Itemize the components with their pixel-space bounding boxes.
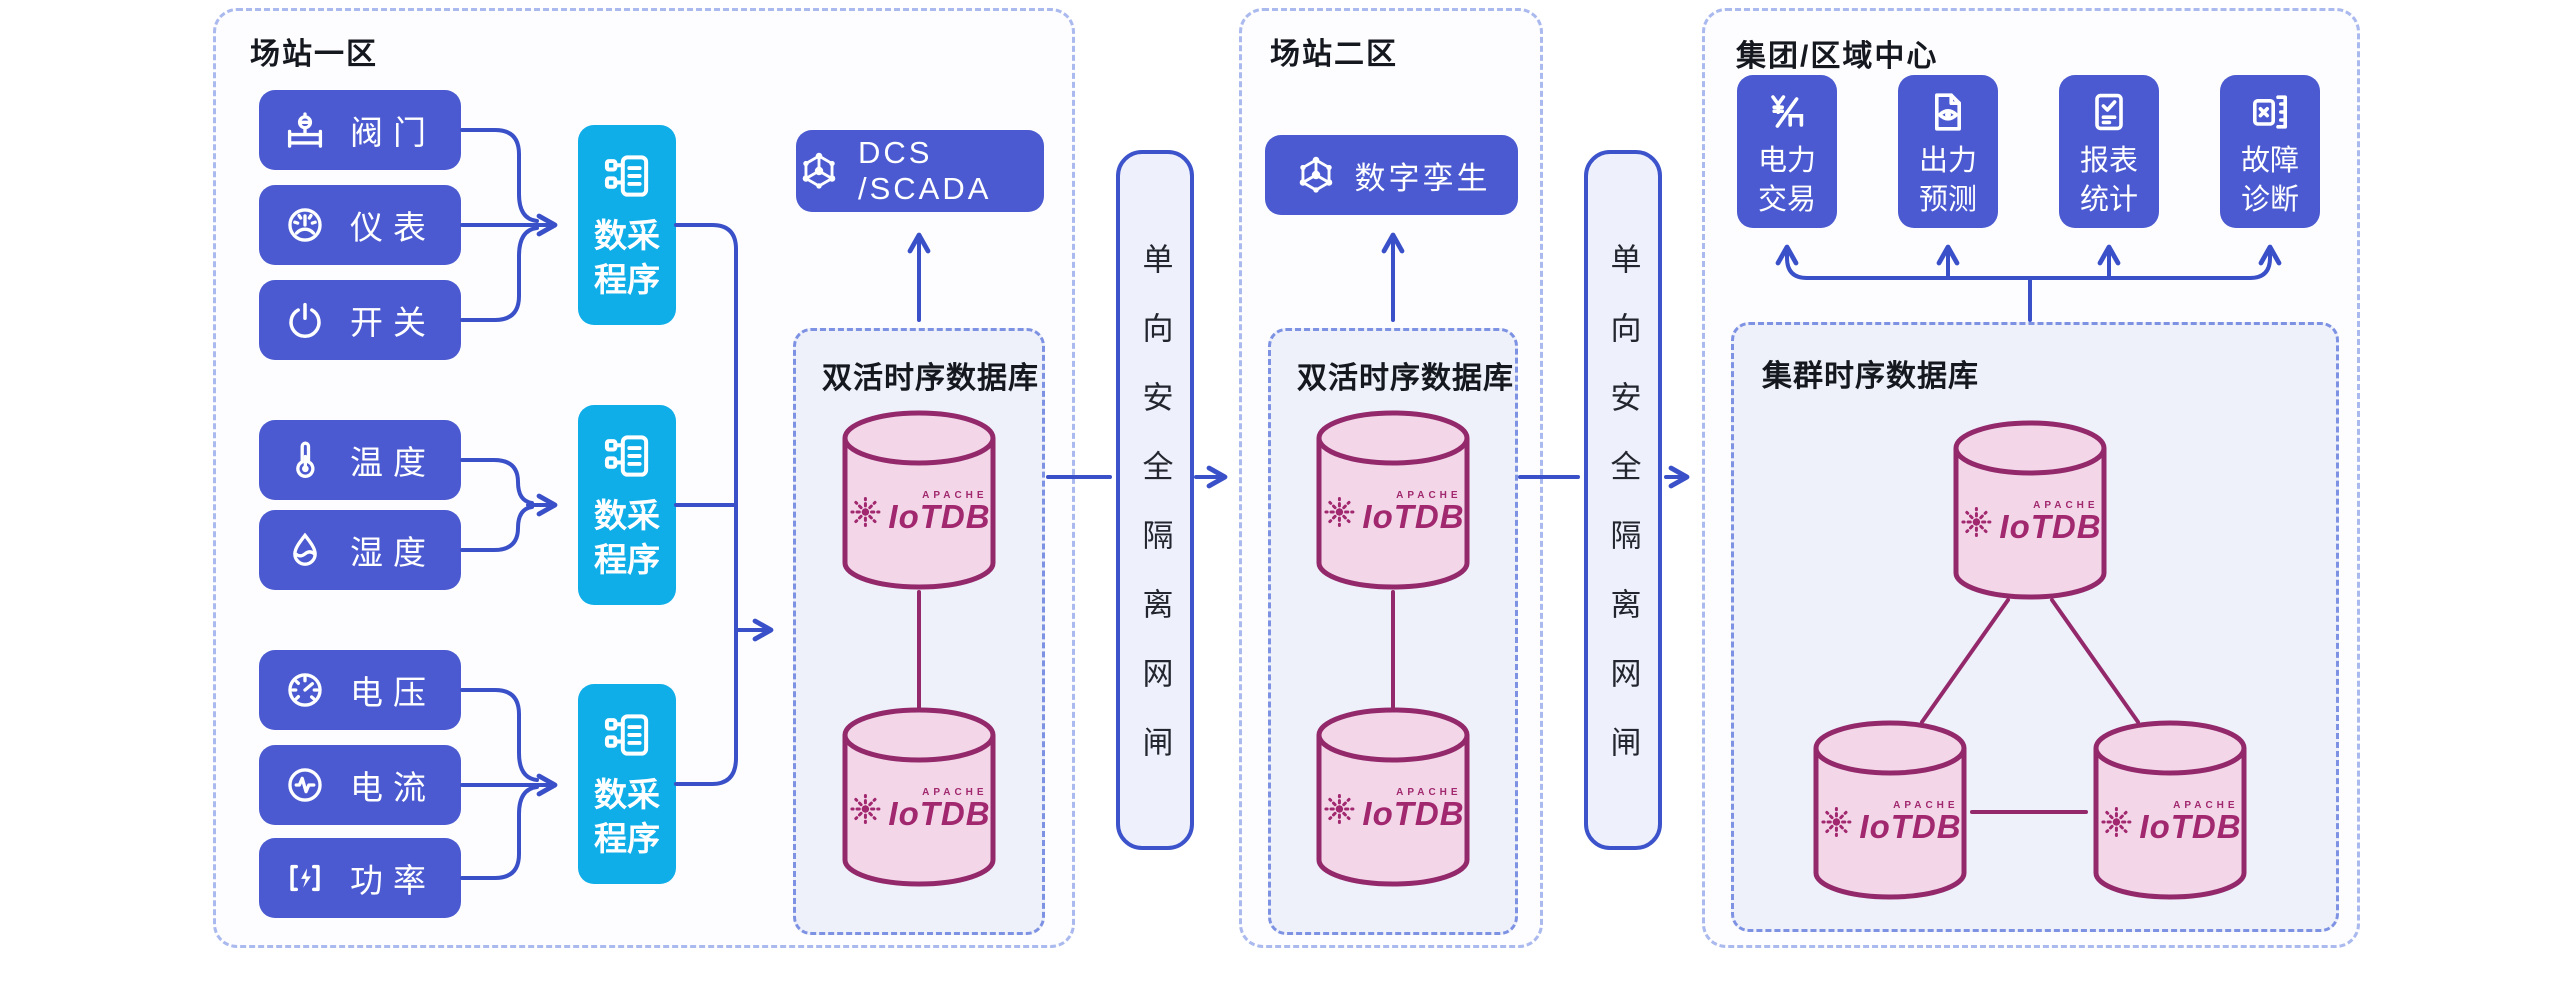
sensor-label: 开关 <box>350 304 436 341</box>
db-panel-title: 集群时序数据库 <box>1762 360 1979 393</box>
sensor-label: 电压 <box>350 674 436 711</box>
iotdb-starburst-icon <box>2101 806 2132 837</box>
sensor-valve: 阀门 <box>259 90 461 170</box>
report-icon <box>2085 88 2133 136</box>
app-power-trading: 电力交易 <box>1737 75 1837 228</box>
dcs-scada-label: DCS /SCADA <box>858 135 992 206</box>
db-panel-title: 双活时序数据库 <box>1297 362 1514 395</box>
zone-station-2-title: 场站二区 <box>1270 38 1398 71</box>
valve-icon <box>284 109 326 151</box>
database-cylinder-icon <box>842 410 996 590</box>
daq-label: 数采程序 <box>594 497 660 578</box>
iotdb-cylinder: APACHE IoTDB <box>1313 705 1473 890</box>
iotdb-starburst-icon <box>850 496 881 527</box>
gateway-label: 单向安全隔离网闸 <box>1137 243 1173 795</box>
switch-icon <box>284 299 326 341</box>
iotdb-logo: APACHE IoTDB <box>1321 787 1464 830</box>
dcs-scada-box: DCS /SCADA <box>796 130 1044 212</box>
gateway-label: 单向安全隔离网闸 <box>1605 243 1641 795</box>
sensor-label: 阀门 <box>350 114 436 151</box>
iotdb-logo: APACHE IoTDB <box>2098 800 2241 843</box>
iotdb-cylinder: APACHE IoTDB <box>839 408 999 593</box>
sensor-label: 功率 <box>350 862 436 899</box>
gauge-icon <box>284 204 326 246</box>
daq-program-3: 数采程序 <box>578 684 676 884</box>
data-collect-icon <box>599 428 655 484</box>
iotdb-logo: APACHE IoTDB <box>1321 490 1464 533</box>
sensor-switch: 开关 <box>259 280 461 360</box>
sensor-label: 湿度 <box>350 534 436 571</box>
humidity-icon <box>284 529 326 571</box>
iotdb-starburst-icon <box>1324 496 1355 527</box>
sensor-voltage: 电压 <box>259 650 461 730</box>
zone-group-center-title: 集团/区域中心 <box>1736 40 1939 73</box>
thermometer-icon <box>284 439 326 481</box>
digital-twin-box: 数字孪生 <box>1265 135 1518 215</box>
sensor-power: 功率 <box>259 838 461 918</box>
app-label: 故障诊断 <box>2240 145 2299 216</box>
data-collect-icon <box>599 707 655 763</box>
daq-label: 数采程序 <box>594 776 660 857</box>
daq-program-1: 数采程序 <box>578 125 676 325</box>
app-label: 出力预测 <box>1918 145 1977 216</box>
iotdb-cylinder: APACHE IoTDB <box>1950 418 2110 603</box>
db-panel-title: 双活时序数据库 <box>822 362 1039 395</box>
security-gateway-1: 单向安全隔离网闸 <box>1116 150 1194 850</box>
voltmeter-icon <box>284 669 326 711</box>
sensor-label: 仪表 <box>350 209 436 246</box>
iotdb-starburst-icon <box>850 793 881 824</box>
iotdb-cylinder: APACHE IoTDB <box>839 705 999 890</box>
sensor-label: 电流 <box>350 769 436 806</box>
diagnosis-icon <box>2246 88 2294 136</box>
power-icon <box>284 857 326 899</box>
digital-twin-label: 数字孪生 <box>1354 160 1491 196</box>
database-cylinder-icon <box>842 707 996 887</box>
app-output-forecast: 出力预测 <box>1898 75 1998 228</box>
sensor-label: 温度 <box>350 444 436 481</box>
sensor-humidity: 湿度 <box>259 510 461 590</box>
data-collect-icon <box>599 148 655 204</box>
database-cylinder-icon <box>1316 707 1470 887</box>
database-cylinder-icon <box>1953 420 2107 600</box>
app-report-statistics: 报表统计 <box>2059 75 2159 228</box>
app-label: 报表统计 <box>2079 145 2138 216</box>
sensor-current: 电流 <box>259 745 461 825</box>
iotdb-starburst-icon <box>1821 806 1852 837</box>
iotdb-logo: APACHE IoTDB <box>1818 800 1961 843</box>
sensor-meter: 仪表 <box>259 185 461 265</box>
forecast-icon <box>1924 88 1972 136</box>
daq-label: 数采程序 <box>594 217 660 298</box>
app-label: 电力交易 <box>1757 145 1816 216</box>
hexnet-icon <box>1293 152 1339 198</box>
database-cylinder-icon <box>1813 720 1967 900</box>
database-cylinder-icon <box>2093 720 2247 900</box>
sensor-temperature: 温度 <box>259 420 461 500</box>
current-icon <box>284 764 326 806</box>
iotdb-starburst-icon <box>1961 506 1992 537</box>
database-cylinder-icon <box>1316 410 1470 590</box>
security-gateway-2: 单向安全隔离网闸 <box>1584 150 1662 850</box>
iotdb-logo: APACHE IoTDB <box>1958 500 2101 543</box>
iotdb-cylinder: APACHE IoTDB <box>1810 718 1970 903</box>
iotdb-logo: APACHE IoTDB <box>847 490 990 533</box>
iotdb-cylinder: APACHE IoTDB <box>2090 718 2250 903</box>
hexnet-icon <box>796 148 842 194</box>
daq-program-2: 数采程序 <box>578 405 676 605</box>
trade-icon <box>1763 88 1811 136</box>
app-fault-diagnosis: 故障诊断 <box>2220 75 2320 228</box>
iotdb-logo: APACHE IoTDB <box>847 787 990 830</box>
zone-station-1-title: 场站一区 <box>250 38 378 71</box>
iotdb-starburst-icon <box>1324 793 1355 824</box>
iotdb-cylinder: APACHE IoTDB <box>1313 408 1473 593</box>
